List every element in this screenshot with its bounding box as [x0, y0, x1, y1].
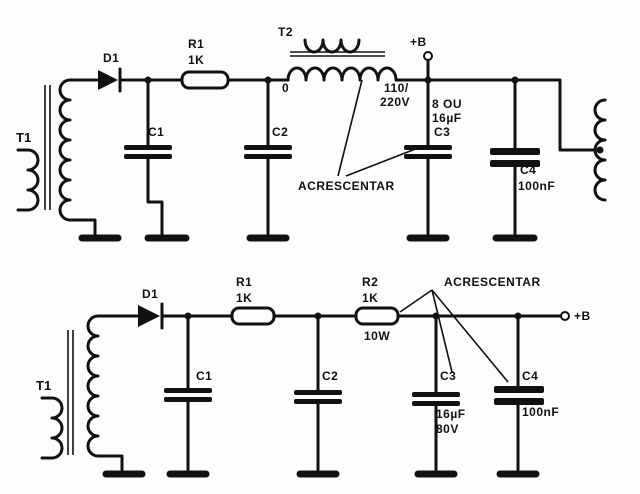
bottom-c1-plate-b — [164, 397, 212, 402]
top-c1-ground-wire — [146, 157, 164, 238]
top-load-tap — [596, 146, 604, 154]
top-label-annotation: ACRESCENTAR — [298, 179, 395, 193]
top-label-c2: C2 — [272, 125, 288, 139]
bottom-label-r1-value: 1K — [236, 291, 252, 305]
bottom-c4-plate-a — [494, 386, 544, 393]
bottom-label-c3-value-b: 80V — [436, 422, 459, 436]
top-label-plusb: +B — [410, 35, 427, 49]
bottom-label-r2: R2 — [362, 275, 378, 289]
bottom-c2-plate-b — [294, 399, 342, 404]
bottom-c3-plate-b — [412, 401, 460, 406]
bottom-label-c3-value-a: 16µF — [436, 407, 466, 421]
top-label-c3-value-a: 8 OU — [432, 97, 462, 111]
top-c3-plate-a — [404, 145, 452, 150]
top-t2-lower-coil — [286, 66, 398, 82]
bottom-label-c4-value: 100nF — [522, 405, 559, 419]
top-label-voltage-110: 110/ — [384, 81, 409, 95]
top-c2-plate-b — [244, 154, 292, 159]
top-label-voltage-220: 220V — [380, 95, 410, 109]
top-label-c4: C4 — [520, 163, 536, 177]
bottom-c3-plate-a — [412, 392, 460, 397]
top-c1-plate-b — [124, 154, 172, 159]
top-t1-secondary-coil — [58, 78, 82, 222]
bottom-resistor-r1 — [230, 306, 276, 326]
top-t1-primary-coil — [16, 148, 40, 212]
bottom-t1-secondary-coil — [86, 314, 120, 458]
bottom-c2-plate-a — [294, 390, 342, 395]
bottom-label-r1: R1 — [236, 275, 252, 289]
bottom-label-plusb: +B — [574, 309, 591, 323]
bottom-label-r2-value: 1K — [362, 291, 378, 305]
top-label-r1: R1 — [188, 37, 204, 51]
top-c1-plate-a — [124, 145, 172, 150]
top-t2-upper-coil — [303, 38, 361, 54]
top-annotation-arrow-2 — [345, 147, 419, 177]
top-diode-d1 — [98, 70, 118, 90]
top-circuit: T1 D1 R1 1K T2 0 +B 110/ 220V C1 C2 8 OU… — [16, 25, 607, 242]
bottom-annotation-arrow-3 — [431, 289, 509, 383]
bottom-t1-ground-wire — [96, 454, 124, 472]
top-wire-right — [426, 78, 602, 152]
top-label-t2: T2 — [278, 25, 293, 39]
bottom-label-d1: D1 — [142, 287, 158, 301]
top-annotation-arrow-1 — [337, 79, 363, 177]
bottom-label-annotation: ACRESCENTAR — [444, 275, 541, 289]
top-label-t1: T1 — [16, 130, 31, 145]
top-c4-plate-a — [490, 148, 540, 155]
top-label-c3-value-b: 16µF — [432, 111, 462, 125]
bottom-label-c4: C4 — [522, 369, 538, 383]
bottom-label-c2: C2 — [322, 369, 338, 383]
top-label-c3: C3 — [434, 125, 450, 139]
bottom-annotation-arrow-2 — [431, 289, 453, 373]
top-plusb-terminal[interactable] — [423, 51, 433, 61]
bottom-resistor-r2 — [354, 306, 400, 326]
bottom-circuit: T1 D1 R1 1K R2 1K 10W +B C1 C2 C3 16µF 8… — [36, 275, 591, 478]
top-label-c4-value: 100nF — [518, 179, 555, 193]
bottom-c1-plate-a — [164, 388, 212, 393]
bottom-label-c1: C1 — [196, 369, 212, 383]
bottom-annotation-arrow-1 — [399, 289, 433, 313]
top-c4-plate-b — [490, 160, 540, 167]
top-t1-ground-wire — [68, 218, 97, 238]
top-resistor-r1 — [180, 70, 230, 90]
top-label-d1: D1 — [103, 51, 119, 65]
bottom-label-r2-power: 10W — [364, 329, 390, 343]
top-label-c1: C1 — [148, 125, 164, 139]
top-c2-plate-a — [244, 145, 292, 150]
bottom-diode-d1 — [138, 305, 160, 327]
top-label-node-zero: 0 — [282, 81, 289, 95]
bottom-label-t1: T1 — [36, 378, 51, 393]
top-c3-plate-b — [404, 154, 452, 159]
top-label-r1-value: 1K — [188, 53, 204, 67]
bottom-c4-plate-b — [494, 398, 544, 405]
bottom-t1-primary-coil — [40, 396, 64, 460]
bottom-label-c3: C3 — [440, 369, 456, 383]
top-load-coil — [593, 98, 607, 202]
bottom-plusb-terminal[interactable] — [560, 311, 570, 321]
